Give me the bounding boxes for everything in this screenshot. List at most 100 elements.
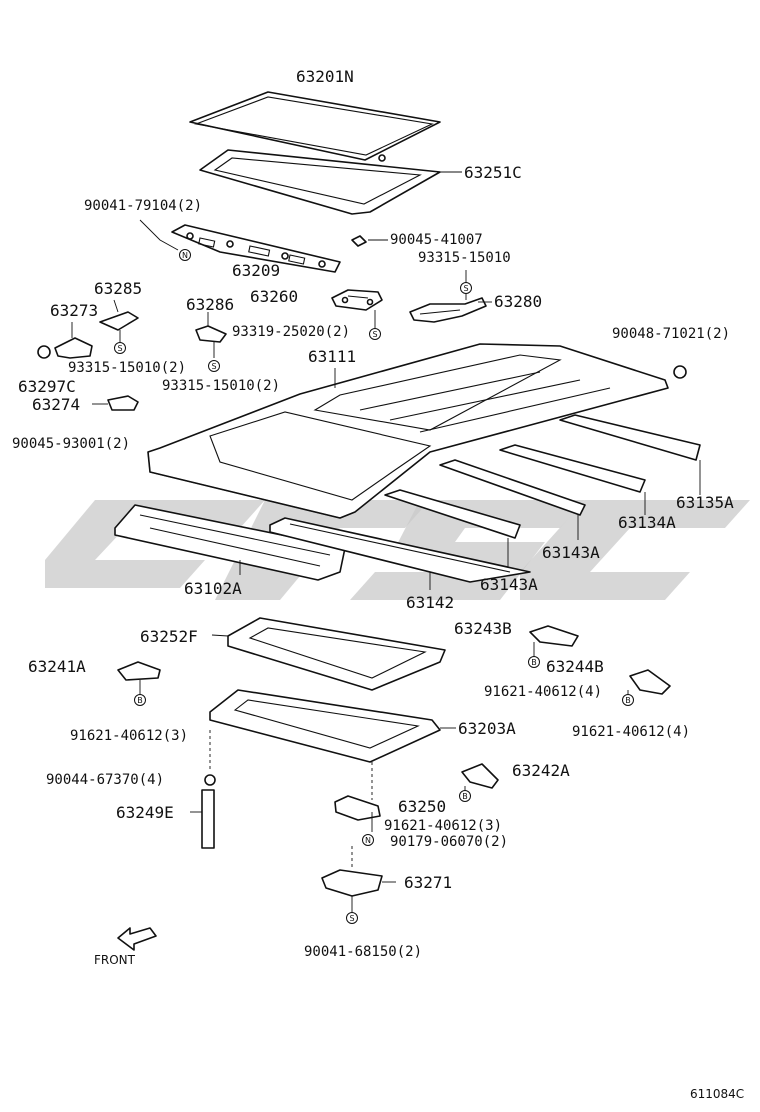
clip-90045-41007 bbox=[351, 235, 388, 247]
roof-rails bbox=[384, 414, 701, 570]
label-layer: 63201N 63251C 90041-79104(2) 90045-41007… bbox=[12, 67, 744, 1101]
label-63102A: 63102A bbox=[184, 579, 242, 598]
label-91621-40612-4b: 91621-40612(4) bbox=[572, 724, 690, 740]
part-63285 bbox=[99, 311, 139, 331]
rail-63135A bbox=[559, 414, 701, 461]
block-63244B bbox=[629, 669, 671, 695]
fastener-badge-n bbox=[179, 249, 191, 261]
figure-code: 611084C bbox=[690, 1087, 744, 1101]
label-63250: 63250 bbox=[398, 797, 446, 816]
frame-63203A bbox=[209, 689, 456, 800]
label-63274: 63274 bbox=[32, 395, 80, 414]
label-90179-06070: 90179-06070(2) bbox=[390, 834, 508, 850]
label-63297C: 63297C bbox=[18, 377, 76, 396]
label-63244B: 63244B bbox=[546, 657, 604, 676]
block-63242A bbox=[461, 763, 499, 789]
label-91621-40612-3b: 91621-40612(3) bbox=[384, 818, 502, 834]
label-63243B: 63243B bbox=[454, 619, 512, 638]
label-63134A: 63134A bbox=[618, 513, 676, 532]
fastener-badge-letter: B bbox=[625, 696, 631, 705]
part-63274 bbox=[107, 395, 139, 411]
label-63285: 63285 bbox=[94, 279, 142, 298]
fastener-badge-s bbox=[208, 360, 220, 372]
label-90045-41007: 90045-41007 bbox=[390, 232, 483, 248]
label-63260: 63260 bbox=[250, 287, 298, 306]
fastener-badge-letter: N bbox=[182, 251, 188, 260]
label-93315-15010: 93315-15010 bbox=[418, 250, 511, 266]
label-90041-79104: 90041-79104(2) bbox=[84, 198, 202, 214]
label-63252F: 63252F bbox=[140, 627, 198, 646]
fastener-badge-b bbox=[528, 656, 540, 668]
fastener-badge-letter: S bbox=[372, 330, 377, 339]
label-91621-40612-4a: 91621-40612(4) bbox=[484, 684, 602, 700]
part-63273 bbox=[54, 337, 93, 359]
block-63241A bbox=[117, 661, 161, 681]
label-63135A: 63135A bbox=[676, 493, 734, 512]
label-90044-67370: 90044-67370(4) bbox=[46, 772, 164, 788]
link-63280 bbox=[409, 270, 492, 323]
bracket-63271 bbox=[321, 846, 396, 912]
fastener-badge-n bbox=[362, 834, 374, 846]
rail-63143A-a bbox=[439, 459, 586, 516]
label-63249E: 63249E bbox=[116, 803, 174, 822]
label-63242A: 63242A bbox=[512, 761, 570, 780]
fastener-badge-letter: S bbox=[349, 914, 354, 923]
fastener-badge-letter: B bbox=[462, 792, 468, 801]
part-63286 bbox=[195, 325, 227, 343]
block-63243B bbox=[529, 625, 579, 647]
fastener-badge-s bbox=[460, 282, 472, 294]
fastener-badge-b bbox=[459, 790, 471, 802]
bracket-63209 bbox=[139, 219, 341, 273]
fastener-badge-letter: N bbox=[365, 836, 371, 845]
roof-panel-63111 bbox=[147, 343, 687, 519]
bracket-63260 bbox=[331, 289, 383, 328]
label-63203A: 63203A bbox=[458, 719, 516, 738]
label-63201N: 63201N bbox=[296, 67, 354, 86]
fastener-badge-letter: B bbox=[137, 696, 143, 705]
label-63271: 63271 bbox=[404, 873, 452, 892]
rail-63142 bbox=[269, 517, 531, 590]
label-63111: 63111 bbox=[308, 347, 356, 366]
small-parts-left bbox=[37, 299, 227, 411]
label-63286: 63286 bbox=[186, 295, 234, 314]
label-63241A: 63241A bbox=[28, 657, 86, 676]
label-93319-25020: 93319-25020(2) bbox=[232, 324, 350, 340]
rail-63143A-b bbox=[384, 489, 521, 539]
front-arrow-icon bbox=[117, 927, 157, 951]
label-90041-68150: 90041-68150(2) bbox=[304, 944, 422, 960]
fastener-badge-letter: S bbox=[117, 344, 122, 353]
front-header-63102A bbox=[114, 504, 346, 581]
fastener-badge-letter: B bbox=[531, 658, 537, 667]
blocks-right bbox=[117, 625, 671, 800]
fastener-badge-b bbox=[622, 694, 634, 706]
label-93315-15010-2b: 93315-15010(2) bbox=[162, 378, 280, 394]
rail-63134A bbox=[499, 444, 646, 493]
fastener-badge-s bbox=[114, 342, 126, 354]
glass-panel-63201N bbox=[189, 91, 441, 162]
label-63143A-b: 63143A bbox=[480, 575, 538, 594]
front-label: FRONT bbox=[94, 953, 136, 967]
fastener-badge-b bbox=[134, 694, 146, 706]
label-93315-15010-2a: 93315-15010(2) bbox=[68, 360, 186, 376]
label-63251C: 63251C bbox=[464, 163, 522, 182]
fastener-badge-s bbox=[369, 328, 381, 340]
label-63280: 63280 bbox=[494, 292, 542, 311]
seal-63252F bbox=[211, 617, 446, 691]
label-63143A-a: 63143A bbox=[542, 543, 600, 562]
label-63142: 63142 bbox=[406, 593, 454, 612]
label-90045-93001: 90045-93001(2) bbox=[12, 436, 130, 452]
seal-frame-63251C bbox=[199, 149, 462, 215]
part-63297C bbox=[37, 345, 51, 359]
strut-63249E bbox=[190, 774, 216, 849]
fastener-badge-s bbox=[346, 912, 358, 924]
fastener-badge-letter: S bbox=[463, 284, 468, 293]
fastener-badge-letter: S bbox=[211, 362, 216, 371]
label-90048-71021: 90048-71021(2) bbox=[612, 326, 730, 342]
label-63209: 63209 bbox=[232, 261, 280, 280]
label-63273: 63273 bbox=[50, 301, 98, 320]
bracket-63250 bbox=[334, 795, 381, 832]
label-91621-40612-3a: 91621-40612(3) bbox=[70, 728, 188, 744]
fastener-badges: N S S S S B B B B N S bbox=[114, 249, 634, 924]
